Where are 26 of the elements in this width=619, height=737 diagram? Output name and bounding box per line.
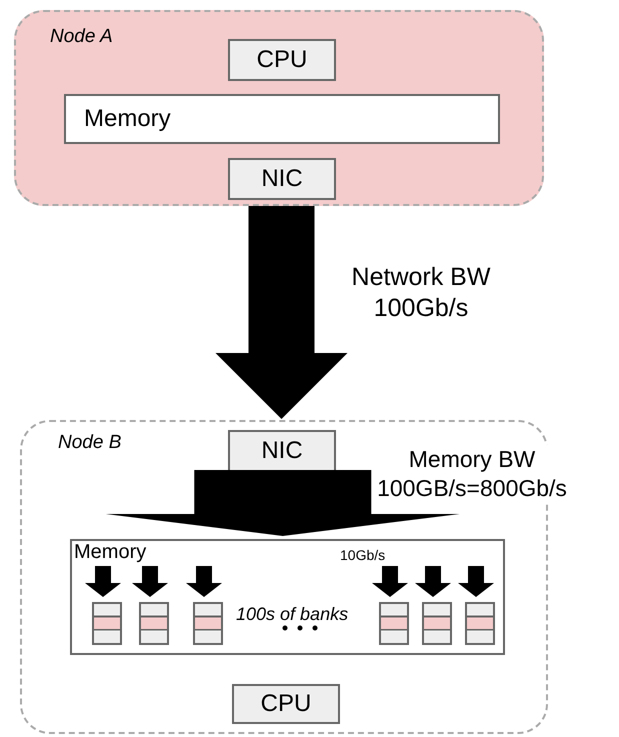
- panel-title: Memory: [74, 541, 146, 564]
- arrow: [132, 566, 168, 597]
- arrow: [106, 470, 460, 536]
- arrow: [216, 206, 348, 419]
- memory-box: Memory: [64, 94, 500, 144]
- group-title: Node B: [58, 432, 122, 454]
- arrow: [186, 566, 222, 597]
- group-title: Node A: [50, 26, 113, 48]
- arrow: [415, 566, 451, 597]
- memory-bank: [139, 602, 169, 645]
- memory-panel: [70, 539, 505, 655]
- arrow: [458, 566, 494, 597]
- component-box: NIC: [228, 158, 336, 200]
- component-box: CPU: [228, 39, 336, 81]
- component-box: NIC: [228, 430, 336, 472]
- arrow: [85, 566, 121, 597]
- memory-bank: [422, 602, 452, 645]
- node-container: [14, 10, 544, 206]
- arrow: [372, 566, 408, 597]
- memory-bank: [379, 602, 409, 645]
- memory-bank: [465, 602, 495, 645]
- rate-label: 10Gb/s: [340, 547, 386, 564]
- bank-count-label: 100s of banks: [236, 603, 348, 626]
- memory-bank: [92, 602, 122, 645]
- component-box: CPU: [232, 684, 340, 724]
- memory-bank: [193, 602, 223, 645]
